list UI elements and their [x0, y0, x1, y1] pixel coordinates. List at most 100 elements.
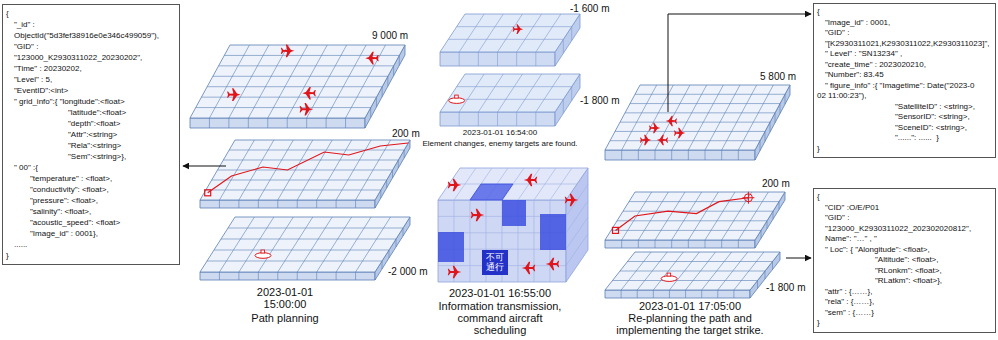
aircraft-icon: [302, 87, 316, 100]
code-line: "attr" : {……},: [817, 287, 992, 298]
grid-line: [638, 192, 668, 240]
grid-line: [621, 150, 622, 160]
code-line: "GID" :: [6, 41, 176, 52]
grid-line: [248, 45, 288, 118]
layer-front: [440, 52, 555, 66]
depth-label: -1 600 m: [570, 3, 609, 14]
grid-line: [403, 228, 404, 236]
code-line: }: [817, 144, 992, 155]
grid-line: [316, 272, 317, 280]
grid-line: [705, 240, 706, 248]
grid-layer: [605, 252, 780, 298]
submarine-hull: [449, 98, 465, 104]
grid-line: [630, 103, 780, 104]
aircraft-icon: [281, 45, 295, 58]
cluster-top: [438, 168, 588, 200]
grid-line: [214, 250, 389, 251]
code-line: "create_time" : 2023020210,: [817, 60, 992, 71]
layer-top: [605, 252, 780, 290]
grid-line: [448, 39, 563, 40]
code-line: "rela" : {……},: [817, 297, 992, 308]
leader-arrow: [668, 14, 811, 112]
code-line: "pressure": <float>,: [6, 195, 176, 206]
grid-line: [765, 131, 766, 141]
grid-line: [336, 200, 337, 208]
code-line: "Level" : 5,: [6, 74, 176, 85]
aircraft-icon: [522, 262, 536, 275]
grid-line: [229, 150, 404, 151]
code-line: "Sem":<string>},: [6, 151, 176, 162]
grid-line: [258, 217, 293, 272]
caption-text: Information transmission, command aircra…: [435, 300, 565, 336]
grid-line: [536, 14, 561, 52]
depth-label: -1 800 m: [766, 282, 805, 293]
aircraft-icon: [513, 24, 524, 34]
grid-line: [497, 52, 498, 66]
code-line: "Rela":<string>: [6, 140, 176, 151]
grid-layer: [605, 85, 790, 160]
caption-text: Path planning: [225, 312, 345, 324]
grid-line: [738, 85, 773, 150]
grid-line: [212, 180, 387, 181]
code-line: "SatelliteID" : <string>,: [817, 102, 992, 113]
aircraft-icon: [565, 194, 579, 207]
grid-line: [653, 290, 654, 298]
grid-line: [760, 141, 761, 151]
grid-line: [478, 112, 479, 126]
grid-line: [297, 272, 298, 280]
code-line: 02 11:00:23"),: [817, 91, 992, 102]
code-line: "[K2930311021,K2930311022,K2930311023]",: [817, 39, 992, 50]
depth-label: -1 800 m: [580, 95, 619, 106]
grid-line: [370, 108, 371, 118]
grid-line: [209, 118, 210, 128]
grid-line: [389, 250, 390, 258]
grid-line: [209, 45, 249, 118]
grid-line: [717, 290, 718, 298]
grid-line: [738, 150, 739, 160]
submarine-icon: [449, 95, 465, 103]
code-line: }: [817, 318, 992, 329]
zone-label: 不可通行: [484, 252, 506, 273]
caption-text: 2023-01-01 16:54:00: [400, 128, 600, 137]
submarine-tower: [667, 273, 671, 276]
leader-arrows: [183, 14, 811, 258]
depth-label: 200 m: [392, 128, 420, 139]
grid-line: [326, 118, 327, 128]
grid-layer: [440, 14, 580, 66]
grid-layer: [440, 74, 580, 126]
layer-front: [605, 150, 755, 160]
grid-line: [228, 228, 403, 229]
caption-text: 2023-01-01 16:55:00: [425, 287, 575, 299]
grid-line: [738, 240, 739, 248]
layer-top: [190, 45, 405, 118]
grid-layer: [200, 140, 410, 208]
layer-front: [440, 112, 555, 126]
layer-top: [200, 140, 410, 200]
path-route: [208, 143, 409, 193]
start-marker: [613, 227, 619, 233]
grid-line: [248, 118, 249, 128]
grid-line: [478, 52, 479, 66]
caption-text: Re-planning the path and implementing th…: [601, 312, 779, 336]
grid-line: [620, 271, 765, 272]
grid-line: [278, 217, 313, 272]
grid-line: [688, 85, 723, 150]
leader-arrow: [183, 166, 226, 167]
code-line: "latitude":<float>: [6, 107, 176, 118]
code-line: ObjectId("5d3fef38916e0e346c499059"),: [6, 30, 176, 41]
aircraft-icon: [448, 179, 462, 192]
submarine-icon: [255, 250, 271, 258]
grid-line: [623, 211, 773, 212]
grid-line: [621, 290, 622, 298]
grid-line: [563, 39, 564, 53]
grid-line: [326, 45, 366, 118]
grid-line: [671, 240, 672, 248]
grid-line: [621, 240, 622, 248]
grid-line: [207, 86, 382, 87]
grid-line: [459, 74, 484, 112]
code-line: " Loc": { "Alongitude": <float>,: [817, 245, 992, 256]
grid-line: [258, 272, 259, 280]
aircraft-icon: [546, 258, 560, 271]
code-line: " Level" : "SN13234" ,: [817, 49, 992, 60]
